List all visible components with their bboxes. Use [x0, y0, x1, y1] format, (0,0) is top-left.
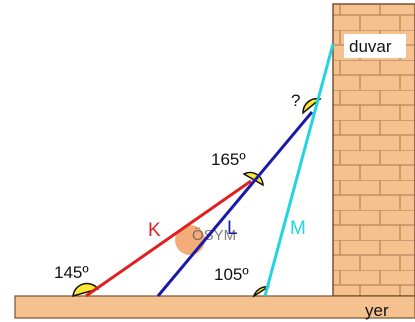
ground-strip: [14, 295, 415, 319]
angle-label-165: 165º: [211, 150, 246, 169]
rod-L-label: L: [227, 218, 238, 239]
rod-L: [156, 111, 314, 297]
rod-K-label: K: [148, 220, 161, 241]
wall-label: duvar: [349, 37, 392, 56]
angle-label-unknown: ?: [291, 91, 300, 110]
angle-label-145: 145º: [54, 263, 89, 282]
watermark-text: ÖSYM: [192, 226, 236, 244]
ground-label: yer: [365, 301, 389, 320]
wall-label-background: [344, 34, 406, 58]
rod-K: [85, 179, 252, 298]
rod-M: [263, 43, 335, 297]
angle-label-105: 105º: [214, 265, 249, 284]
rod-M-label: M: [290, 218, 306, 239]
